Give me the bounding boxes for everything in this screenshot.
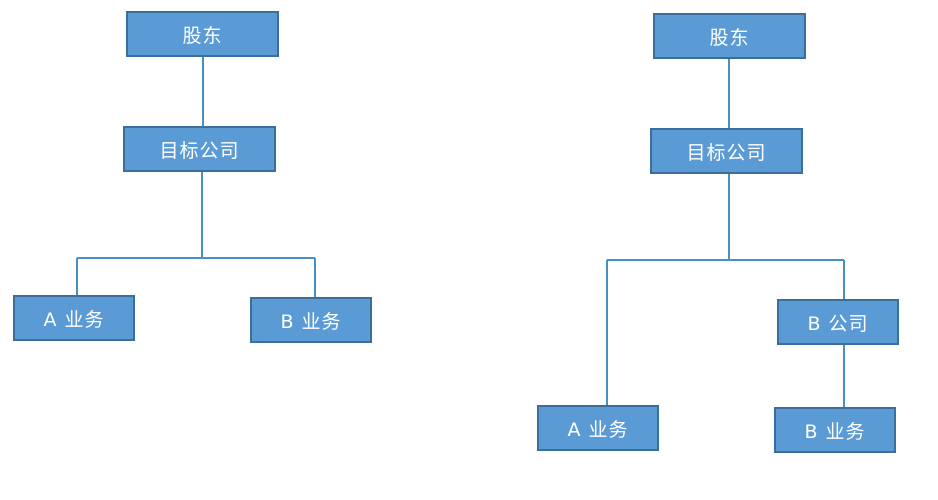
left-shareholder-box: 股东 <box>126 11 279 57</box>
left-business-b-box: B 业务 <box>250 297 372 343</box>
right-shareholder-box: 股东 <box>653 13 806 59</box>
right-business-a-box: A 业务 <box>537 405 659 451</box>
right-target-company-box: 目标公司 <box>650 128 803 174</box>
right-company-b-box: B 公司 <box>777 299 899 345</box>
left-business-a-box: A 业务 <box>13 295 135 341</box>
right-business-b-box: B 业务 <box>774 407 896 453</box>
left-target-company-box: 目标公司 <box>123 126 276 172</box>
